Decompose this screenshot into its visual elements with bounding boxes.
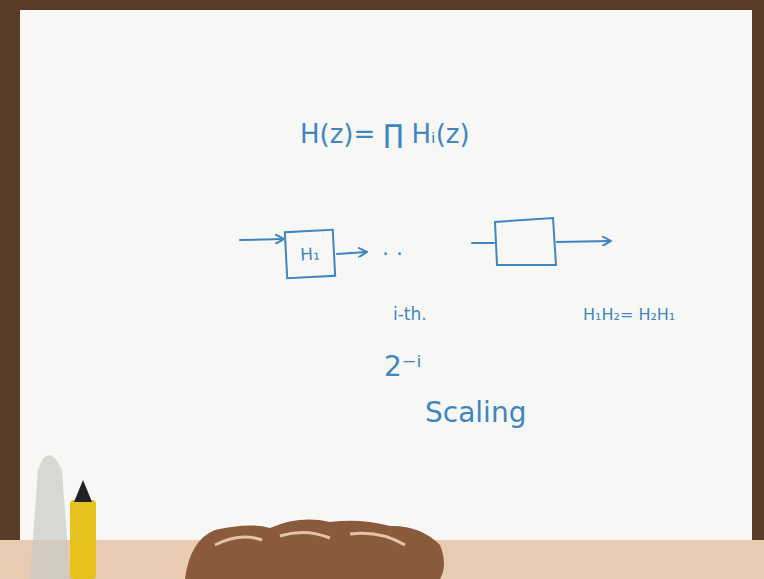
whiteboard [20,10,752,542]
transfer-function: H(z)= ∏ Hᵢ(z) [300,120,470,149]
commutation-note: H₁H₂= H₂H₁ [583,306,675,324]
filter-block: H₁ [284,229,336,280]
block-label: H₁ [300,244,321,265]
stage-note: i-th. [393,305,427,324]
scaling-note: Scaling [425,398,526,429]
scale-factor: 2⁻ⁱ [384,352,422,383]
continuation-dots: . . [382,236,403,260]
